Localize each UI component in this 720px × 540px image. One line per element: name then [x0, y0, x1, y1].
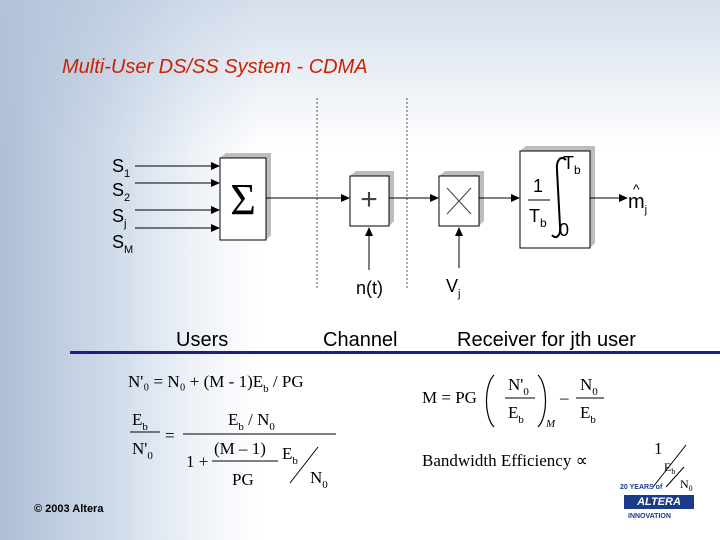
input-s2: S2 [112, 180, 130, 204]
svg-text:(M – 1): (M – 1) [214, 439, 266, 458]
svg-text:=: = [165, 426, 175, 445]
mixer-block [438, 175, 480, 227]
logo-line1: 20 YEARS of [620, 484, 663, 491]
svg-text:Tb: Tb [529, 206, 547, 230]
svg-text:Eb: Eb [132, 410, 148, 433]
svg-text:1: 1 [654, 439, 663, 458]
svg-text:Eb: Eb [580, 403, 596, 426]
svg-text:N'0: N'0 [132, 439, 153, 462]
svg-text:M = PG: M = PG [422, 388, 477, 407]
svg-text:Eb / N0: Eb / N0 [228, 410, 275, 433]
adder-symbol: + [360, 183, 378, 216]
background-top-fade [0, 0, 720, 150]
code-label: Vj [446, 276, 460, 300]
svg-text:–: – [559, 388, 569, 407]
logo-line3: INNOVATION [628, 513, 671, 520]
svg-text:Eb: Eb [282, 444, 298, 467]
section-underline [70, 351, 720, 354]
section-receiver: Receiver for jth user [457, 329, 636, 351]
input-s1: S1 [112, 156, 130, 180]
svg-text:N'0: N'0 [508, 375, 529, 398]
input-arrows [135, 165, 214, 229]
svg-text:0: 0 [559, 220, 569, 240]
section-users: Users [176, 329, 229, 351]
slide-title: Multi-User DS/SS System - CDMA [62, 56, 368, 78]
svg-text:Tb: Tb [563, 153, 581, 177]
equation-effective-noise: N'₀ = N₀ + (M - 1)Eb / PG [128, 372, 304, 395]
cdma-block-diagram: S1 S2 Sj SM Σ + n(t) [112, 98, 647, 300]
copyright-notice: © 2003 Altera [34, 503, 104, 515]
equations: N'₀ = N₀ + (M - 1)Eb / PG Eb N'0 = Eb / … [128, 372, 693, 493]
equation-users-capacity: M = PG N'0 Eb M – N0 Eb [422, 374, 604, 430]
output-hat: ^ [633, 181, 640, 197]
svg-text:Eb: Eb [664, 460, 675, 476]
input-sm: SM [112, 232, 133, 256]
section-channel: Channel [323, 329, 398, 351]
adder-block [349, 175, 390, 227]
svg-text:Eb: Eb [508, 403, 524, 426]
svg-text:Bandwidth Efficiency ∝: Bandwidth Efficiency ∝ [422, 451, 588, 470]
svg-text:1: 1 [533, 176, 543, 196]
svg-text:N0: N0 [580, 375, 598, 398]
equation-bandwidth-efficiency: Bandwidth Efficiency ∝ 1 Eb N0 [422, 439, 693, 493]
altera-logo: 20 YEARS of ALTERA INNOVATION [610, 480, 708, 526]
noise-label: n(t) [356, 278, 383, 298]
svg-text:M: M [545, 418, 556, 430]
input-sj: Sj [112, 206, 126, 230]
svg-text:N'₀ = N₀ + (M - 1)Eb / PG: N'₀ = N₀ + (M - 1)Eb / PG [128, 372, 304, 395]
equation-snr: Eb N'0 = Eb / N0 1 + (M – 1) PG Eb N0 [130, 410, 336, 491]
logo-wordmark: ALTERA [624, 495, 694, 509]
svg-text:N0: N0 [310, 468, 328, 491]
svg-text:N0: N0 [680, 477, 693, 493]
sum-block [219, 157, 267, 241]
sum-symbol: Σ [230, 175, 256, 224]
output-label: mj [628, 191, 647, 216]
svg-text:PG: PG [232, 470, 254, 489]
integral-sign [551, 157, 567, 239]
svg-text:1 +: 1 + [186, 452, 208, 471]
